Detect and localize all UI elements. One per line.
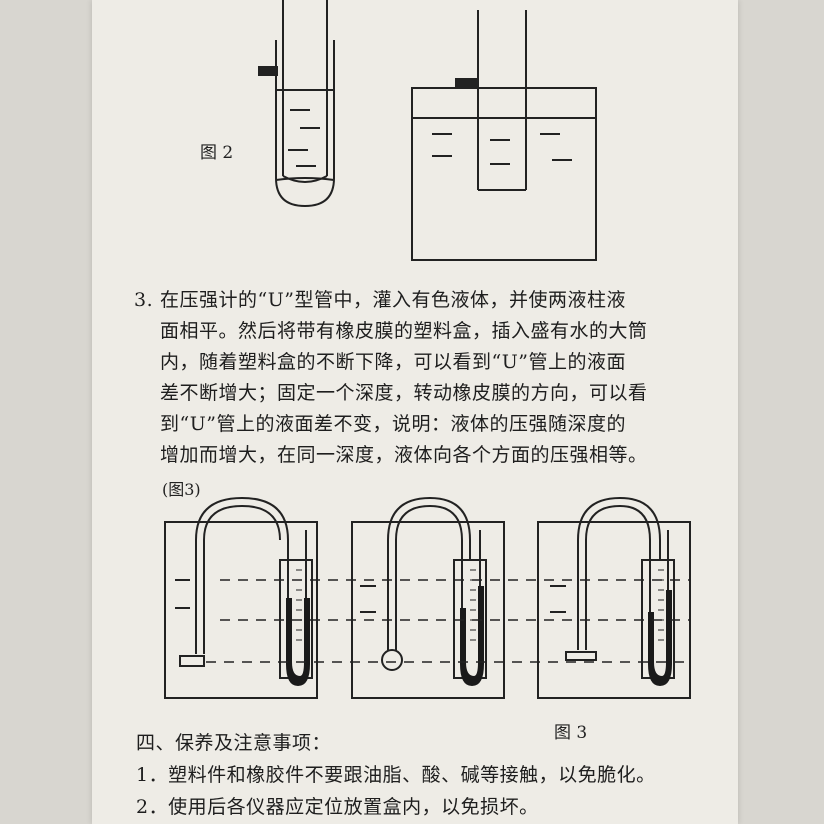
item-3-line: 面相平。然后将带有橡皮膜的塑料盒，插入盛有水的大筒 xyxy=(160,320,648,342)
document-page xyxy=(92,0,738,824)
item-3-line: 在压强计的“U”型管中，灌入有色液体，并使两液柱液 xyxy=(160,289,626,311)
item-3-line: 到“U”管上的液面差不变，说明：液体的压强随深度的 xyxy=(160,413,626,435)
item-3-paragraph: 3. 在压强计的“U”型管中，灌入有色液体，并使两液柱液 面相平。然后将带有橡皮… xyxy=(134,285,700,471)
section-4-item: 2．使用后各仪器应定位放置盒内，以免损坏。 xyxy=(136,796,539,818)
tube-clip xyxy=(258,66,278,76)
item-3-number: 3. xyxy=(134,289,154,311)
item-3-line: 差不断增大；固定一个深度，转动橡皮膜的方向，可以看 xyxy=(160,382,648,404)
figure-3-reference: (图3) xyxy=(162,480,201,499)
section-4-item: 1．塑料件和橡胶件不要跟油脂、酸、碱等接触，以免脆化。 xyxy=(136,764,656,786)
figure-3-label: 图 3 xyxy=(554,723,588,743)
beaker-tube-clip xyxy=(455,78,479,87)
item-3-line: 增加而增大，在同一深度，液体向各个方面的压强相等。 xyxy=(160,444,648,466)
item-3-line: 内，随着塑料盒的不断下降，可以看到“U”管上的液面 xyxy=(160,351,626,373)
section-4-heading: 四、保养及注意事项： xyxy=(136,732,332,754)
figure-2-label: 图 2 xyxy=(200,143,234,163)
